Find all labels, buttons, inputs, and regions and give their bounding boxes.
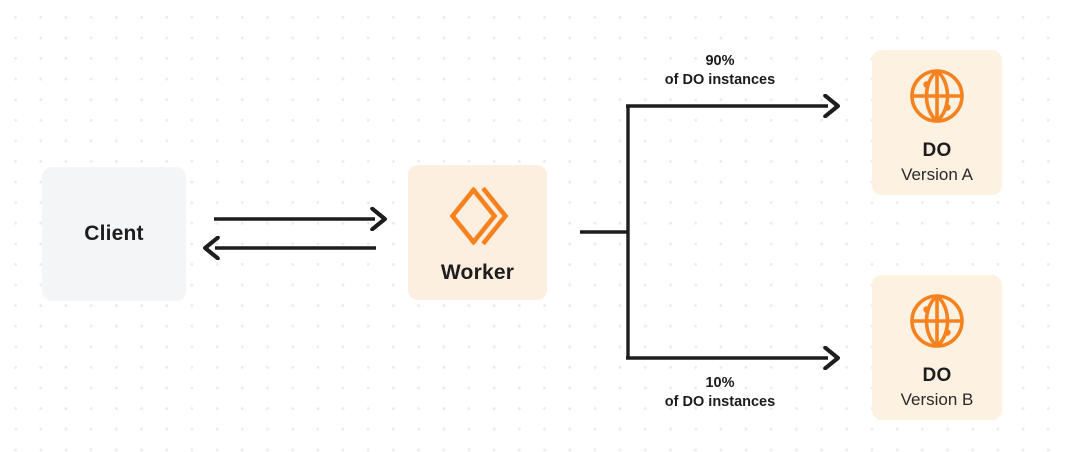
- node-worker-label: Worker: [440, 260, 515, 284]
- edge-label-do-a: 90% of DO instances: [612, 52, 828, 90]
- node-do-version-a[interactable]: DO Version A: [872, 50, 1002, 195]
- node-client-label: Client: [84, 222, 144, 245]
- node-do-b-label: DO: [922, 365, 952, 386]
- globe-icon: [907, 291, 967, 351]
- globe-icon: [907, 66, 967, 126]
- edge-label-do-a-percent: 90%: [705, 53, 735, 69]
- node-do-version-b[interactable]: DO Version B: [872, 275, 1002, 420]
- node-do-a-version: Version A: [901, 165, 973, 184]
- node-do-a-label: DO: [922, 140, 952, 161]
- edge-label-do-b-detail: of DO instances: [664, 394, 776, 410]
- node-client[interactable]: Client: [42, 167, 186, 301]
- node-do-b-version: Version B: [900, 390, 974, 409]
- edge-label-do-b: 10% of DO instances: [612, 374, 828, 412]
- cloudflare-workers-icon: [446, 185, 510, 247]
- node-worker[interactable]: Worker: [408, 165, 547, 300]
- edge-label-do-a-detail: of DO instances: [664, 72, 776, 88]
- edge-label-do-b-percent: 10%: [705, 375, 735, 391]
